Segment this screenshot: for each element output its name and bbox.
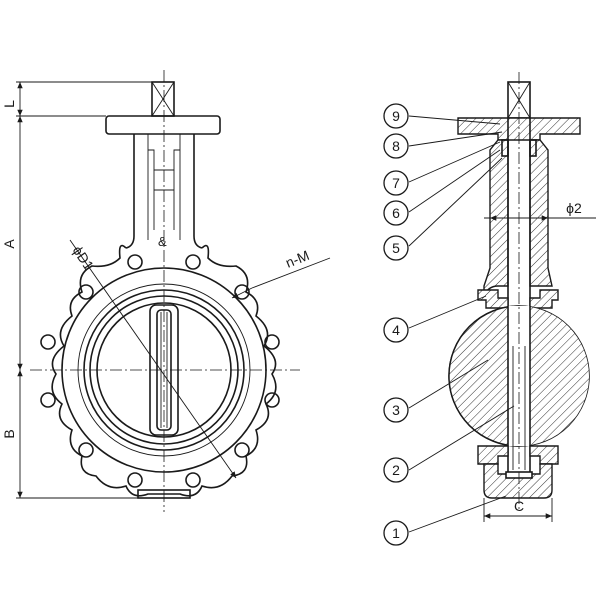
disc-hatch-left bbox=[448, 305, 520, 447]
dim-b-label: B bbox=[1, 429, 17, 438]
packing-right bbox=[529, 139, 537, 157]
bolt-hole bbox=[127, 472, 143, 488]
callout-7: 7 bbox=[383, 170, 409, 196]
callout-7-text: 7 bbox=[392, 175, 400, 191]
top-flange bbox=[105, 115, 221, 135]
lower-seat-left bbox=[477, 445, 509, 465]
callout-leaders bbox=[408, 115, 515, 533]
bolt-hole bbox=[264, 392, 280, 408]
callout-5: 5 bbox=[383, 235, 409, 261]
nm-arrow bbox=[231, 287, 253, 299]
c-label: C bbox=[514, 498, 524, 514]
nm-leader bbox=[251, 257, 331, 289]
callout-4-text: 4 bbox=[392, 322, 400, 338]
d1-label: ϕD1 bbox=[70, 243, 98, 273]
callout-4: 4 bbox=[383, 317, 409, 343]
bolt-hole bbox=[127, 254, 143, 270]
upper-seat-left bbox=[477, 289, 509, 309]
upper-seat-right bbox=[529, 289, 559, 309]
callout-2-text: 2 bbox=[392, 462, 400, 478]
callout-8: 8 bbox=[383, 133, 409, 159]
section-neck-right bbox=[529, 139, 553, 287]
callout-9-text: 9 bbox=[392, 108, 400, 124]
bolt-hole bbox=[234, 284, 250, 300]
stem-square-top bbox=[151, 81, 175, 117]
bolt-hole bbox=[40, 334, 56, 350]
phi2-label: ϕ2 bbox=[566, 200, 582, 216]
bolt-hole bbox=[40, 392, 56, 408]
dim-a-label: A bbox=[1, 239, 17, 249]
callout-1: 1 bbox=[383, 520, 409, 546]
bolt-holes bbox=[40, 254, 280, 488]
callout-3: 3 bbox=[383, 397, 409, 423]
d1-dimension-line bbox=[69, 239, 237, 479]
bolt-hole bbox=[185, 472, 201, 488]
bolt-hole bbox=[234, 442, 250, 458]
neck bbox=[125, 134, 203, 249]
front-view: ϕD1 & n-M L A B bbox=[1, 70, 331, 512]
bolt-hole bbox=[185, 254, 201, 270]
callout-1-text: 1 bbox=[392, 525, 400, 541]
bottom-body bbox=[483, 463, 553, 499]
packing-left bbox=[501, 139, 509, 157]
callout-6-text: 6 bbox=[392, 205, 400, 221]
callout-6: 6 bbox=[383, 200, 409, 226]
bolt-hole bbox=[78, 442, 94, 458]
bolt-hole bbox=[264, 334, 280, 350]
section-view: ϕ2 C 9 8 7 bbox=[383, 72, 596, 546]
callout-5-text: 5 bbox=[392, 240, 400, 256]
and-mark: & bbox=[158, 234, 167, 249]
disc-hatch-right bbox=[519, 306, 589, 446]
callout-8-text: 8 bbox=[392, 138, 400, 154]
dim-l-label: L bbox=[1, 100, 17, 108]
callout-2: 2 bbox=[383, 457, 409, 483]
bolt-hole bbox=[78, 284, 94, 300]
callout-3-text: 3 bbox=[392, 402, 400, 418]
height-dimensions bbox=[16, 81, 152, 499]
lower-seat-right bbox=[529, 445, 559, 465]
callout-9: 9 bbox=[383, 103, 409, 129]
